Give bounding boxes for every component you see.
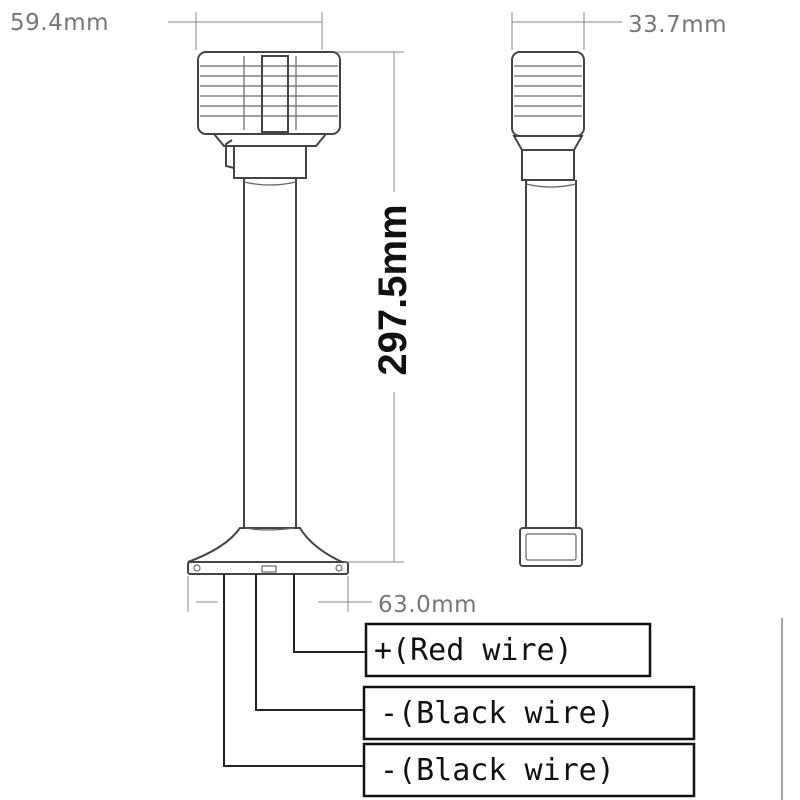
wire-label-red-text: +(Red wire) — [374, 633, 573, 668]
dimension-top-right-label: 33.7mm — [628, 12, 727, 38]
wire-label-black-1-text: -(Black wire) — [380, 696, 615, 731]
wire-label-black-2: -(Black wire) — [362, 742, 696, 798]
dimension-base: 63.0mm — [187, 576, 477, 618]
dimension-top-left-label: 59.4mm — [10, 10, 109, 36]
wire-label-black-1: -(Black wire) — [362, 685, 696, 741]
wire-label-black-2-text: -(Black wire) — [380, 753, 615, 788]
side-view-light — [511, 51, 585, 567]
wire-leads — [223, 574, 368, 767]
dimension-height-label: 297.5mm — [371, 204, 415, 375]
dimension-base-label: 63.0mm — [378, 592, 477, 618]
dimension-top-right: 33.7mm — [511, 12, 727, 50]
wire-label-red: +(Red wire) — [364, 622, 652, 678]
dimension-top-left: 59.4mm — [10, 10, 323, 50]
dimension-height: 297.5mm — [336, 51, 415, 563]
front-view-light — [187, 51, 349, 575]
